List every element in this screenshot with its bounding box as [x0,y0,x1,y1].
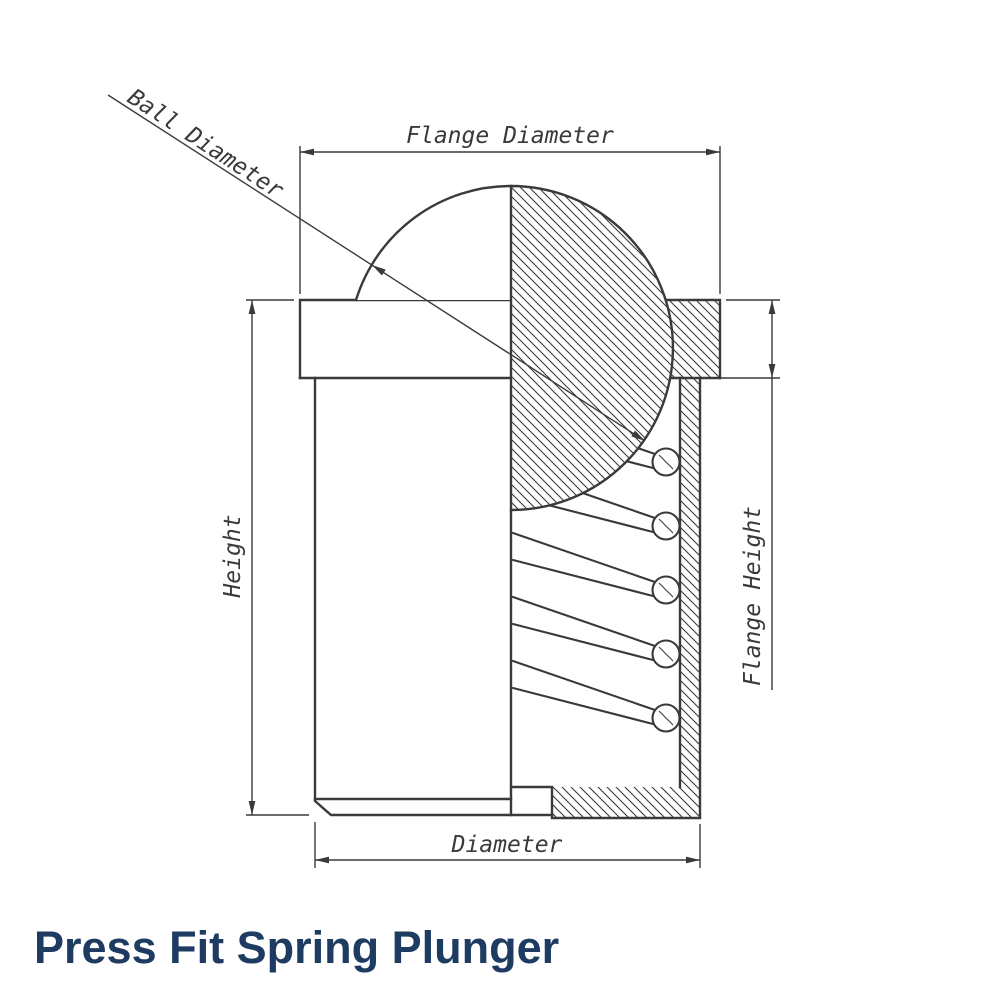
arrow-lower-icon [631,430,645,441]
ball [354,184,675,512]
arrow-left-icon [300,148,314,156]
dimension-diameter: Diameter [314,822,701,868]
arrow-top-icon [248,300,256,314]
arrow-top-icon [768,300,776,314]
arrow-left-icon [315,856,329,864]
arrow-upper-icon [372,265,386,276]
body-left-edge [313,376,554,817]
arrow-bottom-icon [248,801,256,815]
dimension-height: Height [220,299,309,816]
ball-left-cap-fill [356,185,511,300]
height-label: Height [220,514,246,598]
flange-height-label: Flange Height [740,506,766,686]
diameter-label: Diameter [451,832,563,858]
page-title: Press Fit Spring Plunger [34,922,560,973]
ball-section-hatch [511,186,673,510]
arrow-right-icon [706,148,720,156]
spring-coil-5 [511,659,681,733]
flange-diameter-label: Flange Diameter [406,123,614,149]
dimension-flange-height: Flange Height [706,299,780,690]
arrow-right-icon [686,856,700,864]
ball-diameter-label: Ball Diameter [123,84,288,204]
arrow-bottom-icon [768,364,776,378]
ball-left-arc-outline [354,184,513,302]
body-floor-section-hatch [552,787,700,818]
ball-section-outline [509,184,675,512]
spring-coil-4 [511,595,681,669]
dimension-flange-diameter: Flange Diameter [299,123,721,294]
body-right-edge [509,376,702,820]
body-wall-section-hatch [680,378,700,787]
spring-coil-3 [511,531,681,605]
